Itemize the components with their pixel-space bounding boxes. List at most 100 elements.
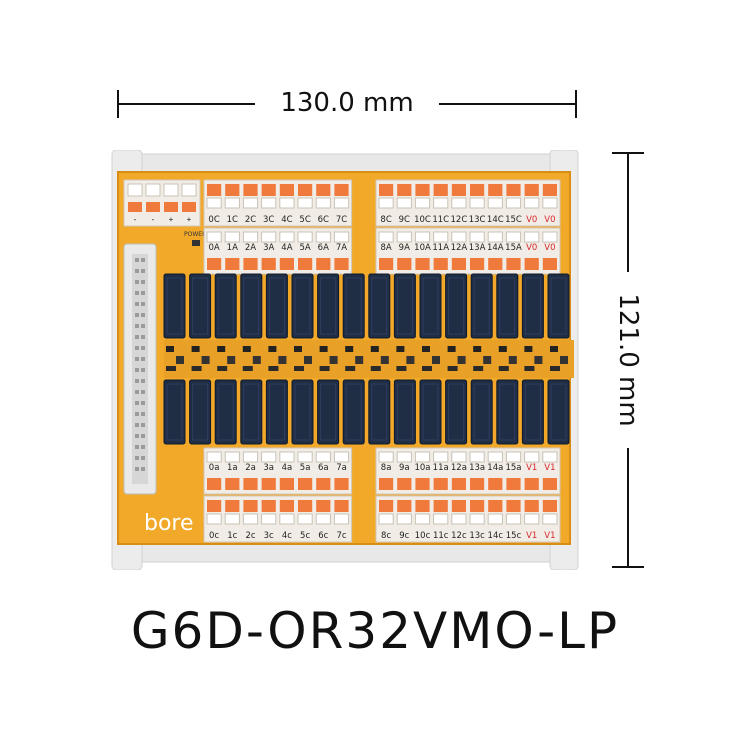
power-terminal-clamp[interactable] xyxy=(181,183,197,197)
terminal-lever[interactable] xyxy=(207,258,222,270)
terminal-clamp[interactable] xyxy=(396,197,412,209)
terminal-clamp[interactable] xyxy=(279,231,295,243)
terminal-lever[interactable] xyxy=(397,478,412,490)
terminal-clamp[interactable] xyxy=(261,451,277,463)
terminal-lever[interactable] xyxy=(279,500,294,512)
terminal-clamp[interactable] xyxy=(206,231,222,243)
terminal-lever[interactable] xyxy=(470,478,485,490)
terminal-lever[interactable] xyxy=(488,184,503,196)
terminal-lever[interactable] xyxy=(279,478,294,490)
terminal-clamp[interactable] xyxy=(414,451,431,463)
terminal-clamp[interactable] xyxy=(224,451,240,463)
terminal-clamp[interactable] xyxy=(542,231,558,243)
terminal-lever[interactable] xyxy=(334,258,349,270)
power-terminal-lever[interactable] xyxy=(128,202,142,212)
terminal-clamp[interactable] xyxy=(469,451,485,463)
terminal-clamp[interactable] xyxy=(542,513,558,525)
terminal-clamp[interactable] xyxy=(206,197,222,209)
terminal-lever[interactable] xyxy=(433,500,448,512)
terminal-clamp[interactable] xyxy=(524,451,540,463)
terminal-lever[interactable] xyxy=(397,184,412,196)
terminal-lever[interactable] xyxy=(397,500,412,512)
terminal-lever[interactable] xyxy=(451,478,466,490)
terminal-lever[interactable] xyxy=(415,184,430,196)
power-terminal-clamp[interactable] xyxy=(145,183,161,197)
terminal-clamp[interactable] xyxy=(261,231,277,243)
terminal-clamp[interactable] xyxy=(469,231,485,243)
terminal-lever[interactable] xyxy=(316,500,331,512)
terminal-clamp[interactable] xyxy=(224,231,240,243)
terminal-lever[interactable] xyxy=(506,258,521,270)
terminal-clamp[interactable] xyxy=(524,513,540,525)
terminal-lever[interactable] xyxy=(524,500,539,512)
terminal-clamp[interactable] xyxy=(224,513,240,525)
terminal-lever[interactable] xyxy=(433,258,448,270)
terminal-lever[interactable] xyxy=(433,184,448,196)
terminal-clamp[interactable] xyxy=(487,197,503,209)
terminal-lever[interactable] xyxy=(379,478,394,490)
terminal-lever[interactable] xyxy=(415,478,430,490)
terminal-lever[interactable] xyxy=(261,500,276,512)
terminal-clamp[interactable] xyxy=(542,451,558,463)
terminal-clamp[interactable] xyxy=(396,231,412,243)
terminal-clamp[interactable] xyxy=(206,513,222,525)
terminal-lever[interactable] xyxy=(207,500,222,512)
terminal-lever[interactable] xyxy=(316,258,331,270)
terminal-lever[interactable] xyxy=(524,184,539,196)
terminal-clamp[interactable] xyxy=(542,197,558,209)
terminal-lever[interactable] xyxy=(225,258,240,270)
terminal-lever[interactable] xyxy=(379,500,394,512)
terminal-lever[interactable] xyxy=(488,500,503,512)
terminal-clamp[interactable] xyxy=(451,197,467,209)
terminal-clamp[interactable] xyxy=(524,197,540,209)
terminal-lever[interactable] xyxy=(542,478,557,490)
terminal-lever[interactable] xyxy=(279,184,294,196)
terminal-lever[interactable] xyxy=(488,258,503,270)
terminal-clamp[interactable] xyxy=(414,513,431,525)
terminal-clamp[interactable] xyxy=(487,451,503,463)
terminal-lever[interactable] xyxy=(470,258,485,270)
terminal-lever[interactable] xyxy=(379,258,394,270)
terminal-lever[interactable] xyxy=(542,184,557,196)
terminal-clamp[interactable] xyxy=(315,197,331,209)
terminal-lever[interactable] xyxy=(225,500,240,512)
terminal-lever[interactable] xyxy=(225,478,240,490)
terminal-lever[interactable] xyxy=(334,500,349,512)
terminal-clamp[interactable] xyxy=(279,197,295,209)
terminal-clamp[interactable] xyxy=(297,451,313,463)
terminal-lever[interactable] xyxy=(379,184,394,196)
terminal-lever[interactable] xyxy=(316,184,331,196)
terminal-lever[interactable] xyxy=(506,478,521,490)
terminal-clamp[interactable] xyxy=(524,231,540,243)
power-terminal-lever[interactable] xyxy=(146,202,160,212)
terminal-lever[interactable] xyxy=(261,258,276,270)
terminal-clamp[interactable] xyxy=(333,231,350,243)
terminal-lever[interactable] xyxy=(488,478,503,490)
terminal-lever[interactable] xyxy=(506,184,521,196)
terminal-lever[interactable] xyxy=(451,184,466,196)
terminal-clamp[interactable] xyxy=(396,513,412,525)
terminal-clamp[interactable] xyxy=(505,197,522,209)
terminal-lever[interactable] xyxy=(207,478,222,490)
power-terminal-clamp[interactable] xyxy=(163,183,179,197)
power-terminal-lever[interactable] xyxy=(164,202,178,212)
terminal-clamp[interactable] xyxy=(206,451,222,463)
terminal-lever[interactable] xyxy=(243,500,258,512)
terminal-clamp[interactable] xyxy=(433,513,449,525)
terminal-lever[interactable] xyxy=(415,258,430,270)
terminal-lever[interactable] xyxy=(316,478,331,490)
terminal-clamp[interactable] xyxy=(315,513,331,525)
terminal-clamp[interactable] xyxy=(333,197,350,209)
terminal-lever[interactable] xyxy=(243,478,258,490)
power-terminal-lever[interactable] xyxy=(182,202,196,212)
terminal-clamp[interactable] xyxy=(433,451,449,463)
terminal-clamp[interactable] xyxy=(451,451,467,463)
terminal-clamp[interactable] xyxy=(261,197,277,209)
terminal-lever[interactable] xyxy=(334,184,349,196)
terminal-lever[interactable] xyxy=(470,184,485,196)
terminal-clamp[interactable] xyxy=(297,197,313,209)
power-terminal-clamp[interactable] xyxy=(127,183,143,197)
terminal-clamp[interactable] xyxy=(433,197,449,209)
terminal-clamp[interactable] xyxy=(505,513,522,525)
terminal-lever[interactable] xyxy=(225,184,240,196)
